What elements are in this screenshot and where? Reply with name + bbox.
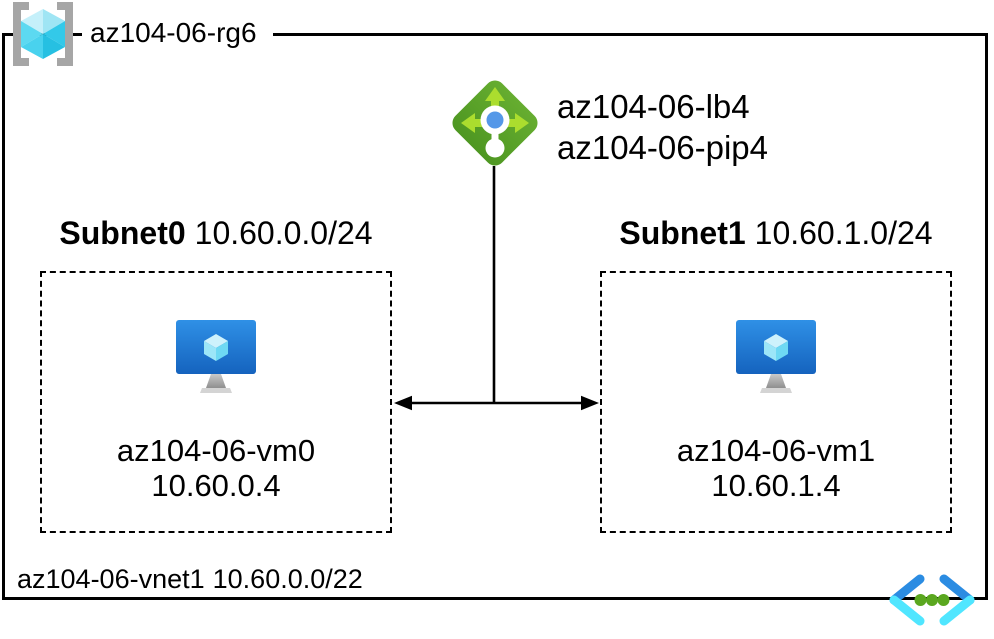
vnet-cidr: 10.60.0.0/22 (212, 564, 363, 594)
vm1-label: az104-06-vm1 10.60.1.4 (600, 433, 952, 503)
subnet1-box (600, 271, 952, 533)
virtual-machine-icon (736, 320, 816, 393)
subnet0-box (40, 271, 392, 533)
virtual-machine-icon (176, 320, 256, 393)
resource-group-box (2, 33, 988, 600)
load-balancer-label: az104-06-lb4 az104-06-pip4 (557, 86, 768, 168)
resource-group-label: az104-06-rg6 (82, 15, 273, 51)
resource-group-icon (13, 2, 73, 66)
subnet0-name: Subnet0 (59, 215, 186, 251)
vm0-label: az104-06-vm0 10.60.0.4 (40, 433, 392, 503)
resource-group-name: az104-06-rg6 (90, 17, 257, 48)
subnet0-cidr: 10.60.0.0/24 (194, 215, 373, 251)
vm0-name: az104-06-vm0 (116, 433, 316, 468)
public-ip-name: az104-06-pip4 (557, 129, 768, 166)
load-balancer-name: az104-06-lb4 (557, 88, 750, 125)
load-balancer-icon (452, 80, 538, 166)
vm1-name: az104-06-vm1 (676, 433, 876, 468)
vm1-ip: 10.60.1.4 (711, 468, 841, 503)
vm0-ip: 10.60.0.4 (151, 468, 281, 503)
subnet1-cidr: 10.60.1.0/24 (754, 215, 933, 251)
virtual-network-icon (889, 574, 975, 626)
vnet-name: az104-06-vnet1 (17, 564, 205, 594)
subnet1-name: Subnet1 (619, 215, 746, 251)
